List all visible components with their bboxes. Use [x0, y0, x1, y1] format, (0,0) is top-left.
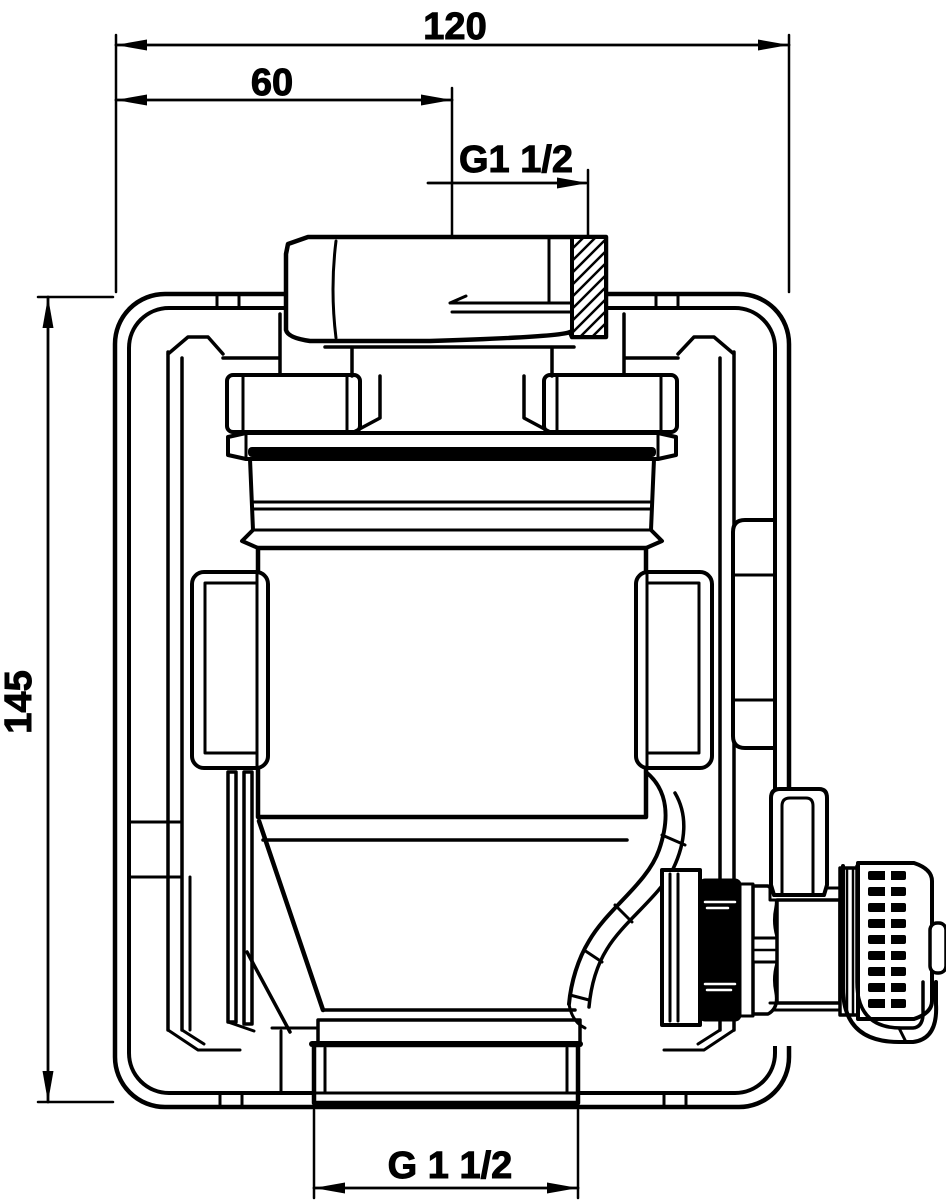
- drain-valve-assembly: [660, 787, 946, 1046]
- bottom-stub-lines: [312, 1046, 580, 1095]
- holder-ear-right: [542, 373, 679, 434]
- bracket-left-pocket: [166, 312, 282, 1032]
- bracket-pocket-bottom-right: [662, 1028, 736, 1052]
- lever-handle: [769, 787, 829, 897]
- dim-bottom-thread-label: G 1 1/2: [388, 1145, 513, 1187]
- u-retainer-outer: [841, 864, 939, 1044]
- tailpiece-neck: [323, 345, 576, 435]
- holder-ear-right-lines: [555, 373, 663, 434]
- knurl-gap: [885, 866, 891, 1016]
- separator-body: [190, 234, 714, 1106]
- bracket-bottom-ticks: [218, 1091, 688, 1107]
- bracket-right-clamp-box: [731, 518, 777, 750]
- bracket-top-ticks: [215, 294, 680, 310]
- bracket-left-window: [127, 820, 192, 1032]
- side-tab-right-lines: [645, 570, 701, 770]
- funnel-rib: [245, 950, 292, 1034]
- funnel-cone-left-edge: [256, 818, 326, 1013]
- thread-section-block: [570, 235, 608, 339]
- spacer-ring: [738, 882, 755, 1018]
- dim-top-thread-label: G1 1/2: [459, 139, 573, 181]
- dim-top-offset-label: 60: [251, 62, 293, 104]
- canister-body: [255, 545, 649, 820]
- hose-nub: [928, 921, 946, 975]
- side-tab-left: [190, 570, 270, 770]
- drain-gasket-highlights: [703, 900, 737, 992]
- valve-body-bottom-lines: [768, 1001, 848, 1012]
- outlet-flange-lines: [668, 872, 680, 1023]
- thread-section-hatching: [570, 235, 608, 339]
- leaf-strip-bottom: [226, 1020, 256, 1033]
- body-collar-steps: [251, 500, 653, 532]
- holder-ear-left-lines: [241, 373, 349, 434]
- outlet-flange: [660, 868, 702, 1027]
- drain-channel-inner: [587, 791, 686, 1009]
- bracket-right-clamp-lines: [731, 573, 777, 702]
- hex-nut-facet-lines: [331, 237, 551, 340]
- dim-arrowheads: [42, 39, 789, 1194]
- body-flange-caps: [244, 431, 660, 461]
- dimension-annotations: 120 60 G1 1/2 145 G 1 1/2: [0, 6, 791, 1200]
- extension-lines: [36, 33, 791, 1200]
- side-tab-left-lines: [203, 570, 259, 770]
- leaf-strip-outer: [226, 770, 238, 1024]
- lever-handle-inner: [780, 796, 815, 897]
- dim-height-label: 145: [0, 670, 40, 733]
- nut-socket-lines: [448, 294, 572, 314]
- leaf-strip-inner: [242, 770, 254, 1026]
- o-ring-seal: [248, 447, 656, 457]
- drain-channel-ticks: [568, 833, 687, 1002]
- side-tab-right: [634, 570, 714, 770]
- u-retainer-divider: [897, 1026, 908, 1044]
- drain-channel-fillet: [567, 1002, 587, 1030]
- bracket-pocket-bottom-left: [166, 1026, 318, 1093]
- drain-channel-outer: [567, 770, 668, 1006]
- swivel-collar-lines: [845, 868, 855, 1015]
- funnel-bottom-lines: [316, 1008, 582, 1047]
- dim-top-width-label: 120: [423, 6, 486, 48]
- u-retainer-inner: [855, 864, 925, 1030]
- holder-ear-left: [225, 373, 362, 434]
- valve-body: [775, 898, 842, 1005]
